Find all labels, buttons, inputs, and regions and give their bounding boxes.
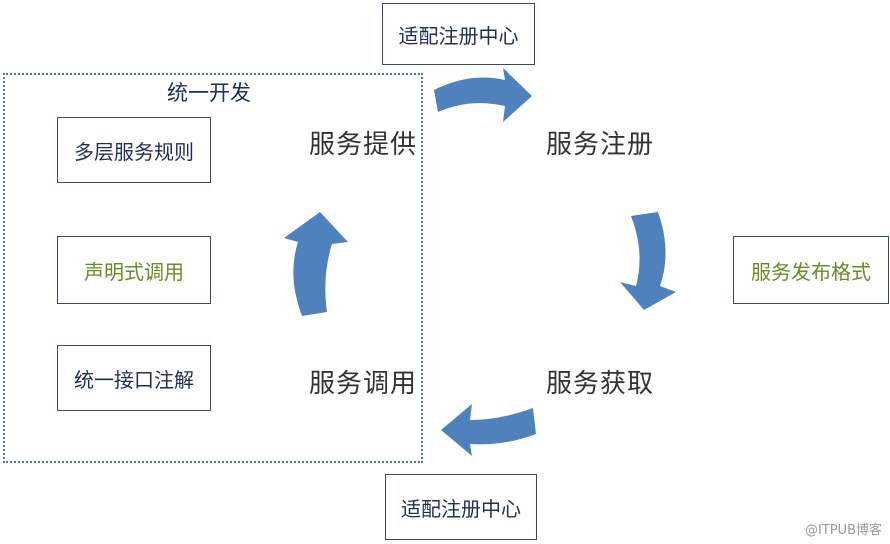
- declarative-call-box: 声明式调用: [57, 236, 211, 304]
- service-publish-format-box: 服务发布格式: [733, 236, 889, 304]
- watermark: @ITPUB博客: [804, 523, 882, 538]
- stage-service-register: 服务注册: [546, 130, 655, 160]
- multi-layer-service-rules-box: 多层服务规则: [57, 117, 211, 183]
- unified-interface-annotation-box: 统一接口注解: [57, 345, 211, 411]
- stage-service-acquire: 服务获取: [546, 369, 655, 399]
- arrow-down-icon: [620, 212, 676, 310]
- registry-center-bottom-box: 适配注册中心: [385, 474, 537, 540]
- stage-service-provide: 服务提供: [309, 130, 418, 160]
- arrow-left-icon: [441, 404, 536, 456]
- stage-service-invoke: 服务调用: [309, 369, 418, 399]
- arrow-up-icon: [284, 212, 348, 316]
- registry-center-top-box: 适配注册中心: [382, 3, 535, 65]
- region-title: 统一开发: [167, 81, 251, 105]
- unified-development-region: [3, 73, 423, 463]
- arrow-right-icon: [434, 68, 532, 122]
